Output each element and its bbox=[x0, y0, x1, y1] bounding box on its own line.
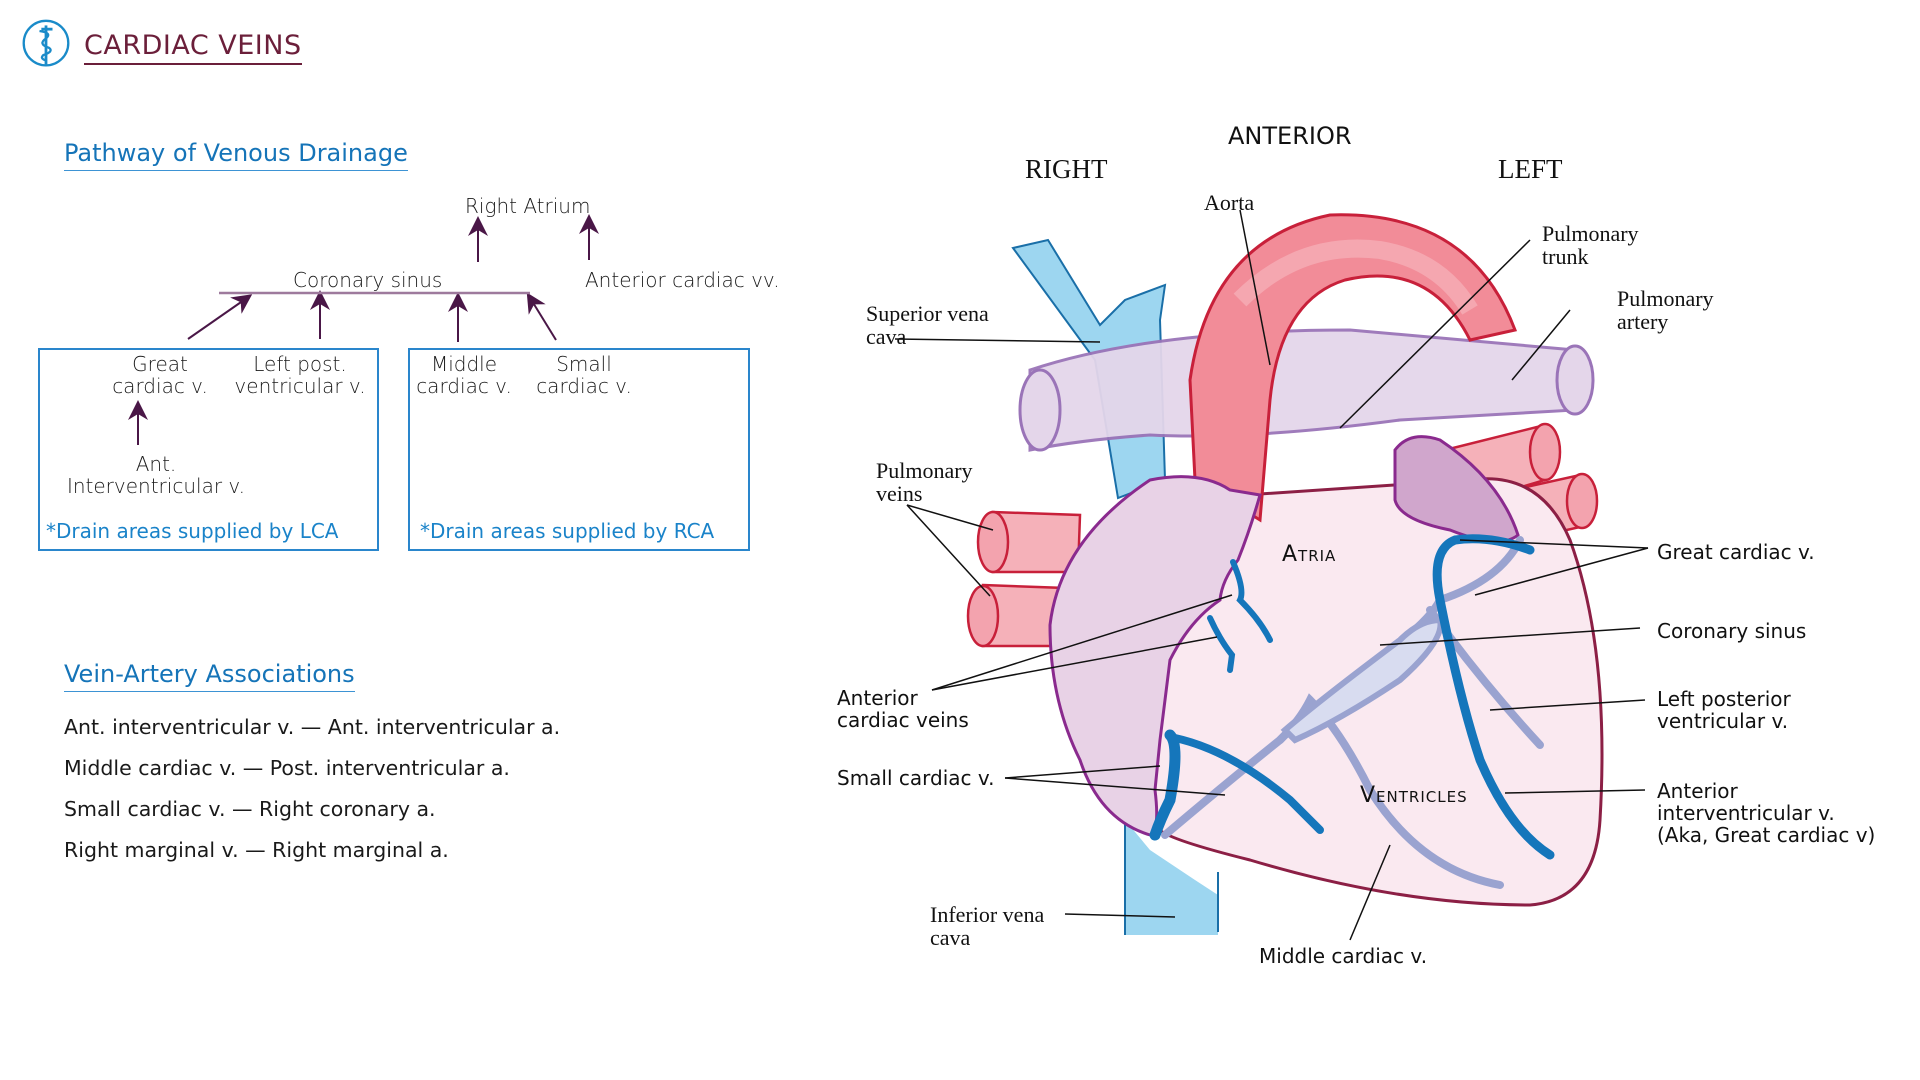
aorta-label: Aorta bbox=[1204, 190, 1255, 215]
ivc-label: Inferior vena cava bbox=[930, 903, 1044, 949]
ant-interventricular-label: Ant. Interventricular v. bbox=[56, 453, 256, 497]
leader-ant-cardiac-2 bbox=[931, 636, 1218, 691]
left-post-line2: ventricular v. bbox=[234, 374, 366, 398]
inferior-vena-cava bbox=[1125, 820, 1218, 935]
leader-great-cardiac-2 bbox=[1474, 547, 1649, 596]
leader-lpv bbox=[1489, 699, 1646, 711]
middle-cardiac-line2: cardiac v. bbox=[416, 374, 512, 398]
rca-box bbox=[408, 348, 750, 551]
small-cardiac-v-label: Small cardiac v. bbox=[837, 766, 995, 790]
left-post-line1: Left post. bbox=[253, 352, 347, 376]
pulmonary-trunk-line1: Pulmonary bbox=[1542, 221, 1639, 246]
anterior-cardiac-veins-label: Anterior cardiac veins bbox=[837, 687, 969, 731]
ant-iv-line2: Interventricular v. bbox=[66, 474, 246, 498]
aiv-line2: interventricular v. bbox=[1657, 801, 1835, 825]
pulmonary-trunk-label: Pulmonary trunk bbox=[1542, 222, 1639, 268]
associations-heading: Vein-Artery Associations bbox=[64, 660, 355, 692]
leader-pulm-vein-1 bbox=[906, 504, 994, 531]
small-cardiac-line2: cardiac v. bbox=[536, 374, 632, 398]
atria-label: Atria bbox=[1282, 542, 1337, 567]
middle-cardiac-v-label: Middle cardiac v. bbox=[1259, 944, 1428, 968]
right-atrium bbox=[1048, 475, 1262, 837]
ant-iv-line1: Ant. bbox=[135, 452, 177, 476]
leader-great-cardiac-1 bbox=[1459, 539, 1649, 549]
ivc-line1: Inferior vena bbox=[930, 902, 1045, 927]
association-item: Ant. interventricular v. — Ant. interven… bbox=[64, 715, 561, 739]
leader-pulm-vein-2 bbox=[906, 504, 991, 597]
leader-aiv bbox=[1504, 789, 1646, 794]
ant-cardiac-line1: Anterior bbox=[837, 686, 918, 710]
small-cardiac-label: Small cardiac v. bbox=[534, 353, 634, 397]
leader-middle-cardiac bbox=[1349, 844, 1391, 941]
pulmonary-artery-line2: artery bbox=[1617, 309, 1669, 334]
rca-note: *Drain areas supplied by RCA bbox=[420, 519, 715, 543]
anterior-interventricular-label: Anterior interventricular v. (Aka, Great… bbox=[1657, 780, 1875, 846]
association-item: Small cardiac v. — Right coronary a. bbox=[64, 797, 436, 821]
ant-cardiac-line2: cardiac veins bbox=[837, 708, 969, 732]
pulmonary-artery-line1: Pulmonary bbox=[1617, 286, 1714, 311]
pulmonary-veins-label: Pulmonary veins bbox=[876, 459, 973, 505]
great-cardiac-line1: Great bbox=[132, 352, 188, 376]
left-auricle bbox=[1393, 435, 1520, 543]
svc-line2: cava bbox=[866, 324, 907, 349]
right-label: RIGHT bbox=[1025, 154, 1108, 184]
middle-cardiac-line1: Middle bbox=[430, 352, 498, 376]
leader-small-cardiac-1 bbox=[1004, 765, 1161, 779]
dark-veins bbox=[1149, 534, 1555, 860]
right-atrium-label: Right Atrium bbox=[465, 194, 591, 218]
great-cardiac-label: Great cardiac v. bbox=[110, 353, 210, 397]
svc-label: Superior vena cava bbox=[866, 302, 989, 348]
leader-pulmonary-trunk bbox=[1339, 239, 1531, 429]
leader-aorta bbox=[1239, 209, 1271, 366]
aiv-line1: Anterior bbox=[1657, 779, 1738, 803]
leader-pulmonary-artery bbox=[1511, 309, 1571, 381]
lpv-line2: ventricular v. bbox=[1657, 709, 1789, 733]
left-label: LEFT bbox=[1498, 154, 1563, 184]
lca-note: *Drain areas supplied by LCA bbox=[46, 519, 339, 543]
ivc-line2: cava bbox=[930, 925, 971, 950]
middle-cardiac-label: Middle cardiac v. bbox=[414, 353, 514, 397]
coronary-sinus-heart-label: Coronary sinus bbox=[1657, 619, 1807, 643]
pulm-veins-line2: veins bbox=[876, 481, 923, 506]
leader-svc bbox=[894, 338, 1101, 343]
caduceus-icon bbox=[22, 19, 70, 67]
aiv-line3: (Aka, Great cardiac v) bbox=[1657, 823, 1876, 847]
lpv-line1: Left posterior bbox=[1657, 687, 1791, 711]
aorta bbox=[1188, 213, 1518, 523]
coronary-sinus-label: Coronary sinus bbox=[293, 268, 443, 292]
page-title: CARDIAC VEINS bbox=[84, 30, 302, 65]
association-item: Right marginal v. — Right marginal a. bbox=[64, 838, 449, 862]
small-cardiac-line1: Small bbox=[556, 352, 612, 376]
pulmonary-trunk-line2: trunk bbox=[1542, 244, 1589, 269]
lca-box bbox=[38, 348, 379, 551]
leader-small-cardiac-2 bbox=[1004, 777, 1226, 796]
pathway-heading: Pathway of Venous Drainage bbox=[64, 139, 408, 171]
ventricles-label: Ventricles bbox=[1360, 783, 1468, 808]
great-cardiac-line2: cardiac v. bbox=[112, 374, 208, 398]
leader-ant-cardiac-1 bbox=[931, 594, 1233, 691]
left-post-ventricular-label: Left post. ventricular v. bbox=[228, 353, 372, 397]
anterior-cardiac-label: Anterior cardiac vv. bbox=[585, 268, 780, 292]
pulmonary-artery bbox=[1028, 328, 1577, 452]
svc-line1: Superior vena bbox=[866, 301, 989, 326]
anterior-label: ANTERIOR bbox=[1228, 122, 1352, 150]
pulmonary-veins-right bbox=[966, 510, 1082, 648]
pulm-veins-line1: Pulmonary bbox=[876, 458, 973, 483]
pulmonary-artery-label: Pulmonary artery bbox=[1617, 287, 1714, 333]
leader-ivc bbox=[1064, 913, 1176, 918]
leader-coronary-sinus bbox=[1379, 627, 1641, 646]
association-item: Middle cardiac v. — Post. interventricul… bbox=[64, 756, 510, 780]
great-cardiac-v-label: Great cardiac v. bbox=[1657, 540, 1815, 564]
left-posterior-ventricular-label: Left posterior ventricular v. bbox=[1657, 688, 1791, 732]
